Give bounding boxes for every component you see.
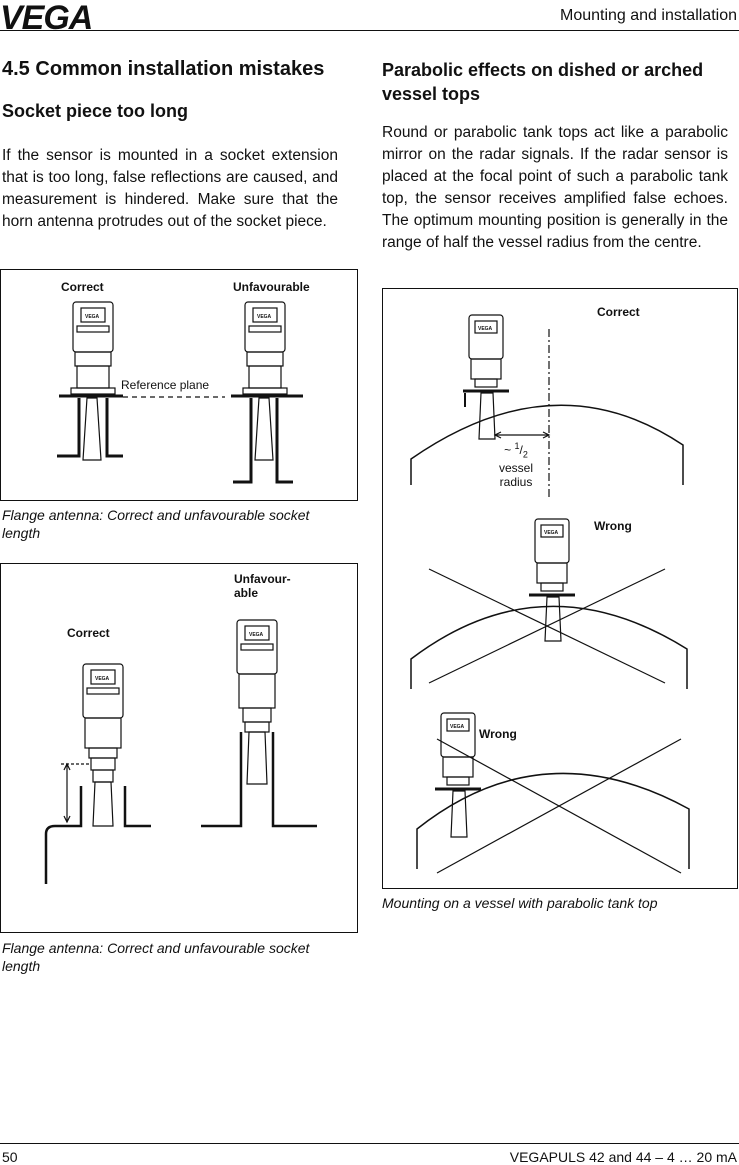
fig1-caption: Flange antenna: Correct and unfavourable… (2, 507, 310, 541)
fig1-vega-mini-logos: VEGA VEGA (85, 314, 272, 320)
fig3-sensor1-logo: VEGA (478, 326, 493, 332)
fig3-sensor2-logo: VEGA (544, 530, 559, 536)
section-number: 4.5 (2, 58, 30, 80)
header-title: Mounting and installation (559, 7, 737, 24)
fig3-radius-num: 1 (514, 441, 520, 451)
right-paragraph: Round or parabolic tank tops act like a … (382, 124, 728, 251)
fig2-caption: Flange antenna: Correct and unfavourable… (2, 940, 310, 974)
fig3-label-wrong-1: Wrong (594, 519, 632, 533)
fig1-label-reference-plane: Reference plane (121, 378, 210, 392)
figure-socket-flange: VEGA VEGA Correct Unfavourable Reference… (0, 269, 358, 501)
figure-parabolic-top-drawing: VEGA VEGA VEGA (410, 314, 690, 874)
right-subtitle-line2: vessel tops (382, 84, 481, 104)
left-paragraph: If the sensor is mounted in a socket ext… (2, 147, 338, 230)
fig1-sensor1-logo: VEGA (85, 314, 100, 320)
vega-logo: VEGA (0, 0, 93, 34)
fig3-radius-fraction: ~ 1/2 (504, 441, 528, 460)
header-rule (0, 30, 739, 31)
page-number: 50 (2, 1149, 18, 1165)
fig2-label-unfavourable-line2: able (234, 586, 259, 600)
section-heading: Common installation mistakes (35, 58, 325, 80)
figure-socket-threaded-drawing: VEGA VEGA (44, 619, 317, 884)
svg-text:VEGA: VEGA (0, 0, 92, 34)
fig2-label-unfavourable: Unfavour- able (234, 572, 291, 600)
fig2-sensor2-logo: VEGA (249, 632, 264, 638)
figure-socket-threaded: VEGA VEGA Correct Unfavour- able (0, 563, 358, 933)
left-subtitle: Socket piece too long (2, 101, 189, 121)
fig1-sensor2-logo: VEGA (257, 314, 272, 320)
fig3-radius-word1: vessel (499, 461, 534, 476)
fig3-sensor3-logo: VEGA (450, 724, 465, 730)
fig2-label-correct: Correct (67, 626, 110, 640)
figure-socket-flange-drawing: VEGA VEGA (57, 301, 303, 484)
footer-doc-title: VEGAPULS 42 and 44 – 4 … 20 mA (509, 1149, 737, 1165)
fig2-sensor1-logo: VEGA (95, 676, 110, 682)
fig2-label-unfavourable-line1: Unfavour- (234, 572, 291, 586)
fig3-radius-tilde: ~ (504, 443, 512, 457)
fig3-label-correct: Correct (597, 305, 640, 319)
section-title: 4.5 Common installation mistakes (2, 58, 324, 81)
footer-rule (0, 1143, 739, 1144)
fig3-radius-word2: radius (499, 475, 533, 490)
fig3-label-wrong-2: Wrong (479, 727, 517, 741)
fig3-radius-den: 2 (522, 449, 528, 460)
fig2-vega-mini-logos: VEGA VEGA (95, 632, 264, 682)
right-subtitle-line1: Parabolic effects on dished or arched (382, 60, 704, 80)
fig3-radius-label: ~ 1/2 vessel radius (499, 439, 533, 489)
fig1-label-unfavourable: Unfavourable (233, 280, 310, 294)
figure-parabolic-top: VEGA VEGA VEGA Correct Wrong Wrong ~ 1/2… (382, 288, 738, 889)
fig1-label-correct: Correct (61, 280, 104, 294)
fig3-caption: Mounting on a vessel with parabolic tank… (382, 895, 658, 911)
fig3-vega-mini-logos: VEGA VEGA VEGA (450, 326, 559, 730)
right-subtitle: Parabolic effects on dished or arched ve… (382, 58, 703, 106)
